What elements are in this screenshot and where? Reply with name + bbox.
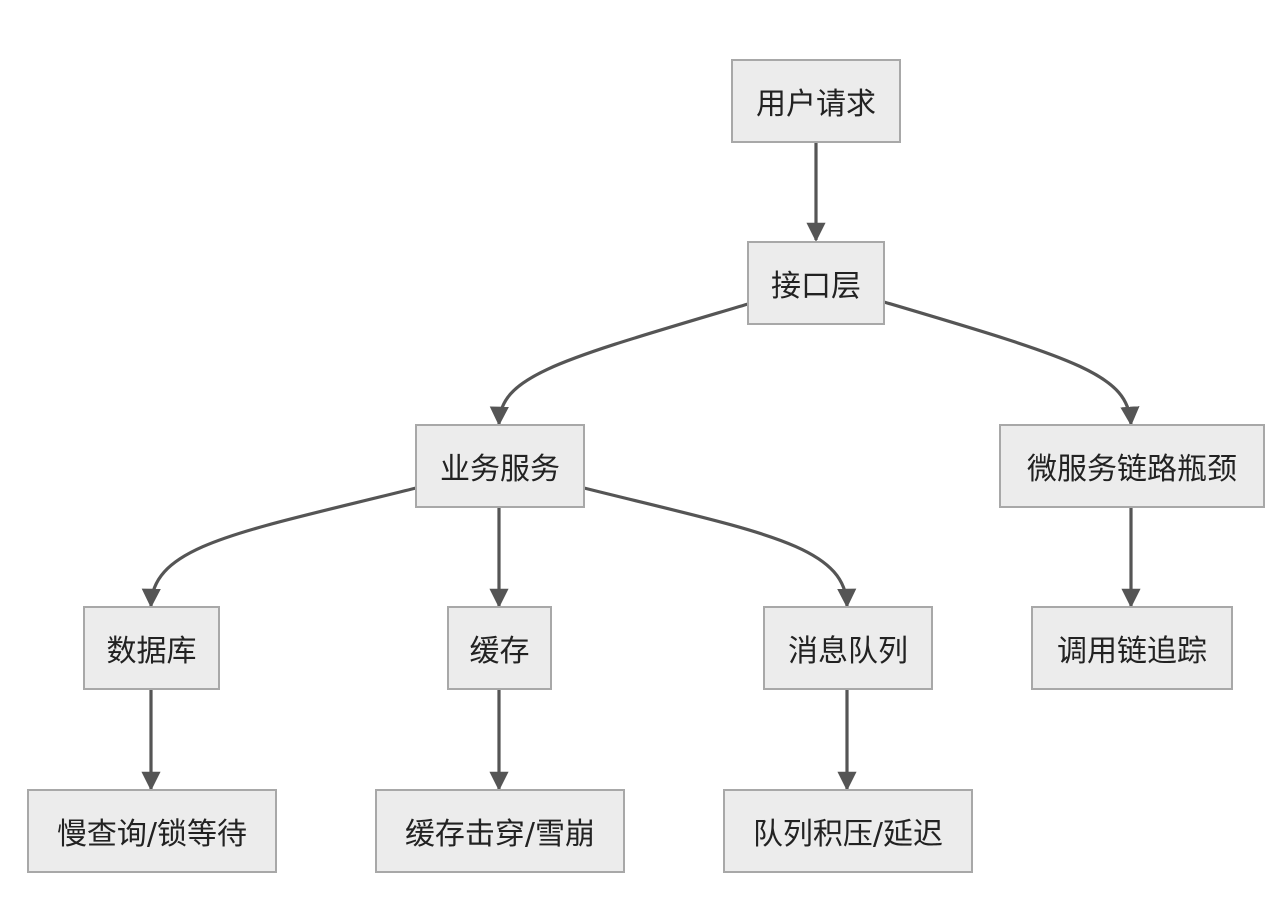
node-slow-query-lock-wait: 慢查询/锁等待: [27, 789, 277, 873]
node-user-request: 用户请求: [731, 59, 901, 143]
edge-api-layer-to-business-service: [489, 302, 749, 426]
edge-business-service-to-database: [141, 486, 417, 608]
edge-api-layer-to-microservice-bottleneck: [883, 300, 1140, 426]
node-business-service: 业务服务: [415, 424, 585, 508]
node-call-chain-tracing: 调用链追踪: [1031, 606, 1233, 690]
node-database: 数据库: [83, 606, 220, 690]
node-cache-penetration-avalanche: 缓存击穿/雪崩: [375, 789, 625, 873]
node-queue-backlog-delay: 队列积压/延迟: [723, 789, 973, 873]
node-cache: 缓存: [447, 606, 552, 690]
node-message-queue: 消息队列: [763, 606, 933, 690]
edge-business-service-to-message-queue: [583, 486, 857, 608]
node-microservice-bottleneck: 微服务链路瓶颈: [999, 424, 1265, 508]
node-api-layer: 接口层: [747, 241, 885, 325]
